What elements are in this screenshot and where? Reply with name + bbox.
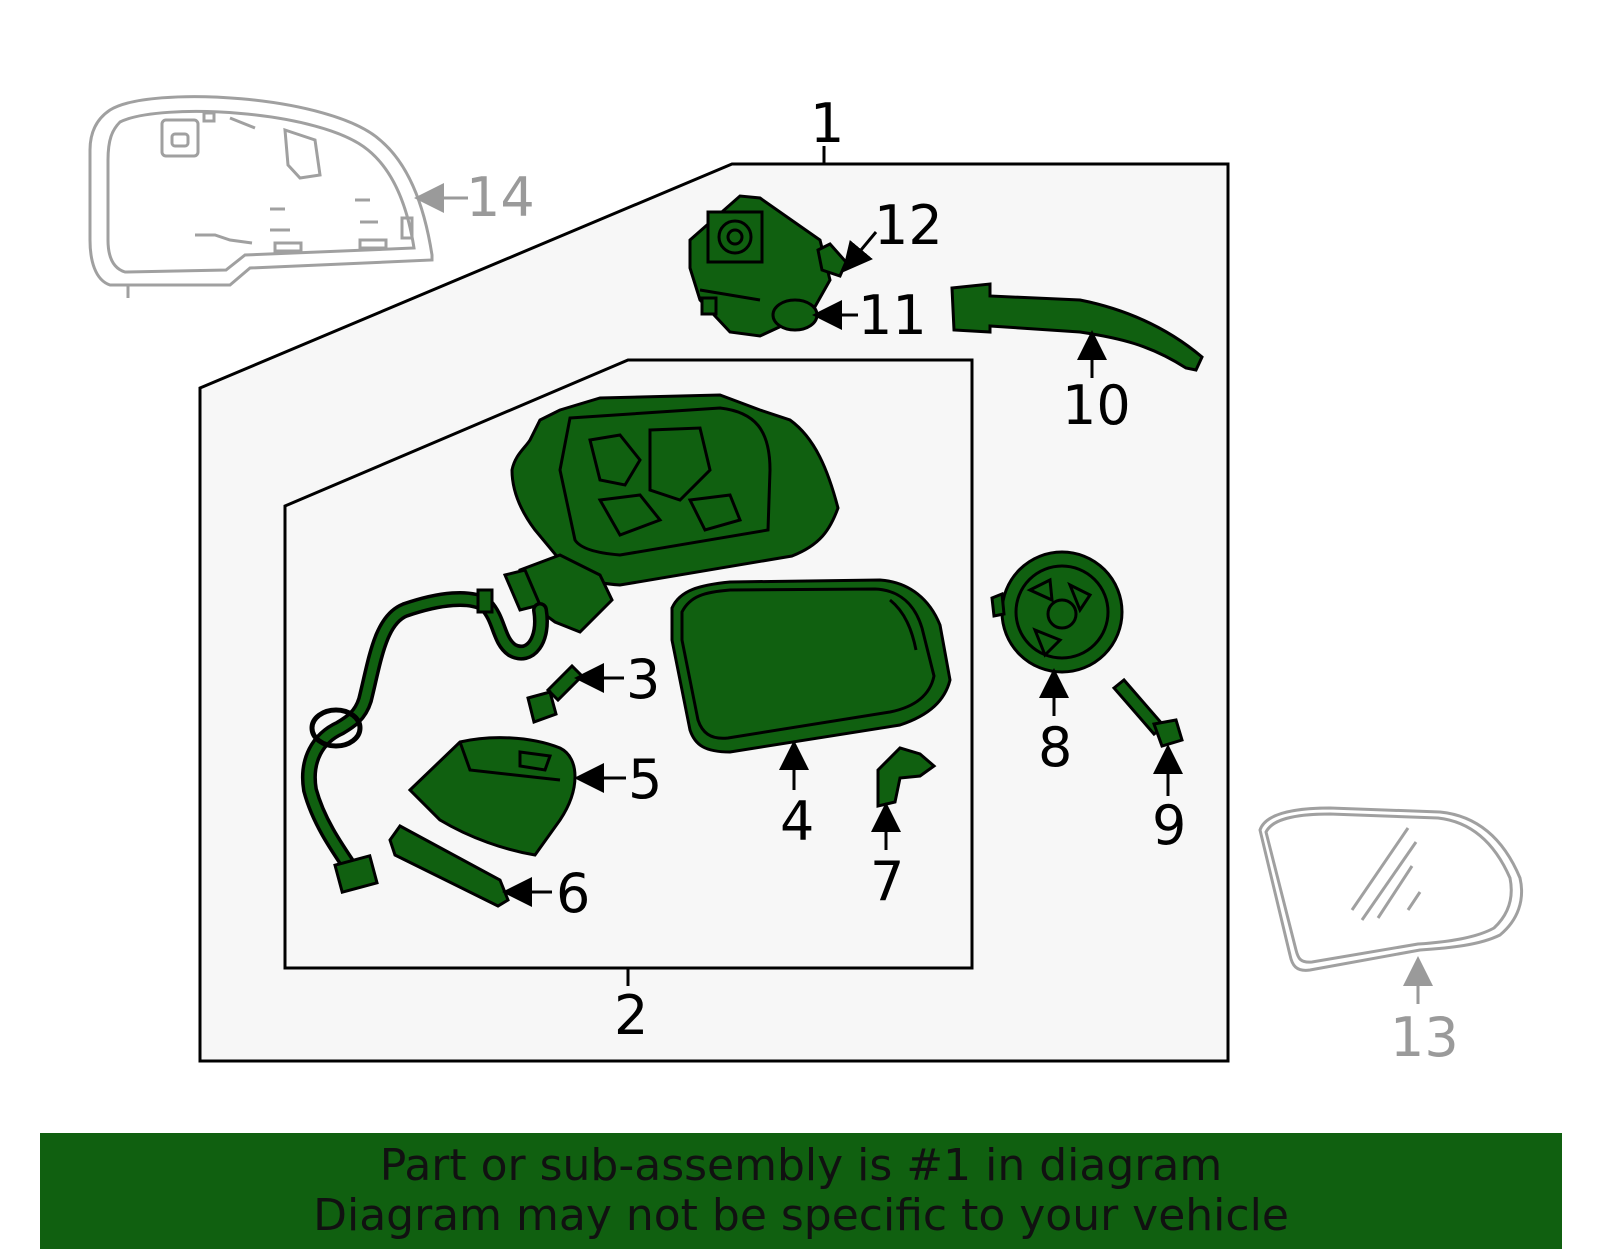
callout-13: 13 (1390, 1006, 1459, 1069)
callout-9: 9 (1152, 794, 1186, 857)
callout-2: 2 (614, 984, 648, 1047)
screw-part-9 (1111, 677, 1184, 748)
callout-10: 10 (1062, 374, 1131, 437)
mirror-glass-part-13 (1258, 806, 1524, 972)
mirror-cover-part-14 (88, 95, 434, 298)
banner-line-2: Diagram may not be specific to your vehi… (313, 1190, 1289, 1241)
callout-11: 11 (858, 284, 927, 347)
motor-part-8 (990, 550, 1124, 674)
callout-6: 6 (556, 862, 590, 925)
info-banner: Part or sub-assembly is #1 in diagram Di… (40, 1133, 1562, 1249)
callout-5: 5 (628, 748, 662, 811)
callout-1: 1 (810, 92, 844, 155)
callout-12: 12 (874, 194, 943, 257)
screw-part-3 (526, 663, 585, 724)
callout-8: 8 (1038, 716, 1072, 779)
banner-line-1: Part or sub-assembly is #1 in diagram (379, 1140, 1223, 1191)
lens-part-11 (771, 298, 819, 332)
mirror-glass-part-4 (670, 578, 952, 754)
callout-7: 7 (870, 850, 904, 913)
callout-14: 14 (466, 166, 535, 229)
callout-4: 4 (780, 790, 814, 853)
callout-3: 3 (626, 648, 660, 711)
mirror-housing-part-2 (502, 393, 840, 634)
